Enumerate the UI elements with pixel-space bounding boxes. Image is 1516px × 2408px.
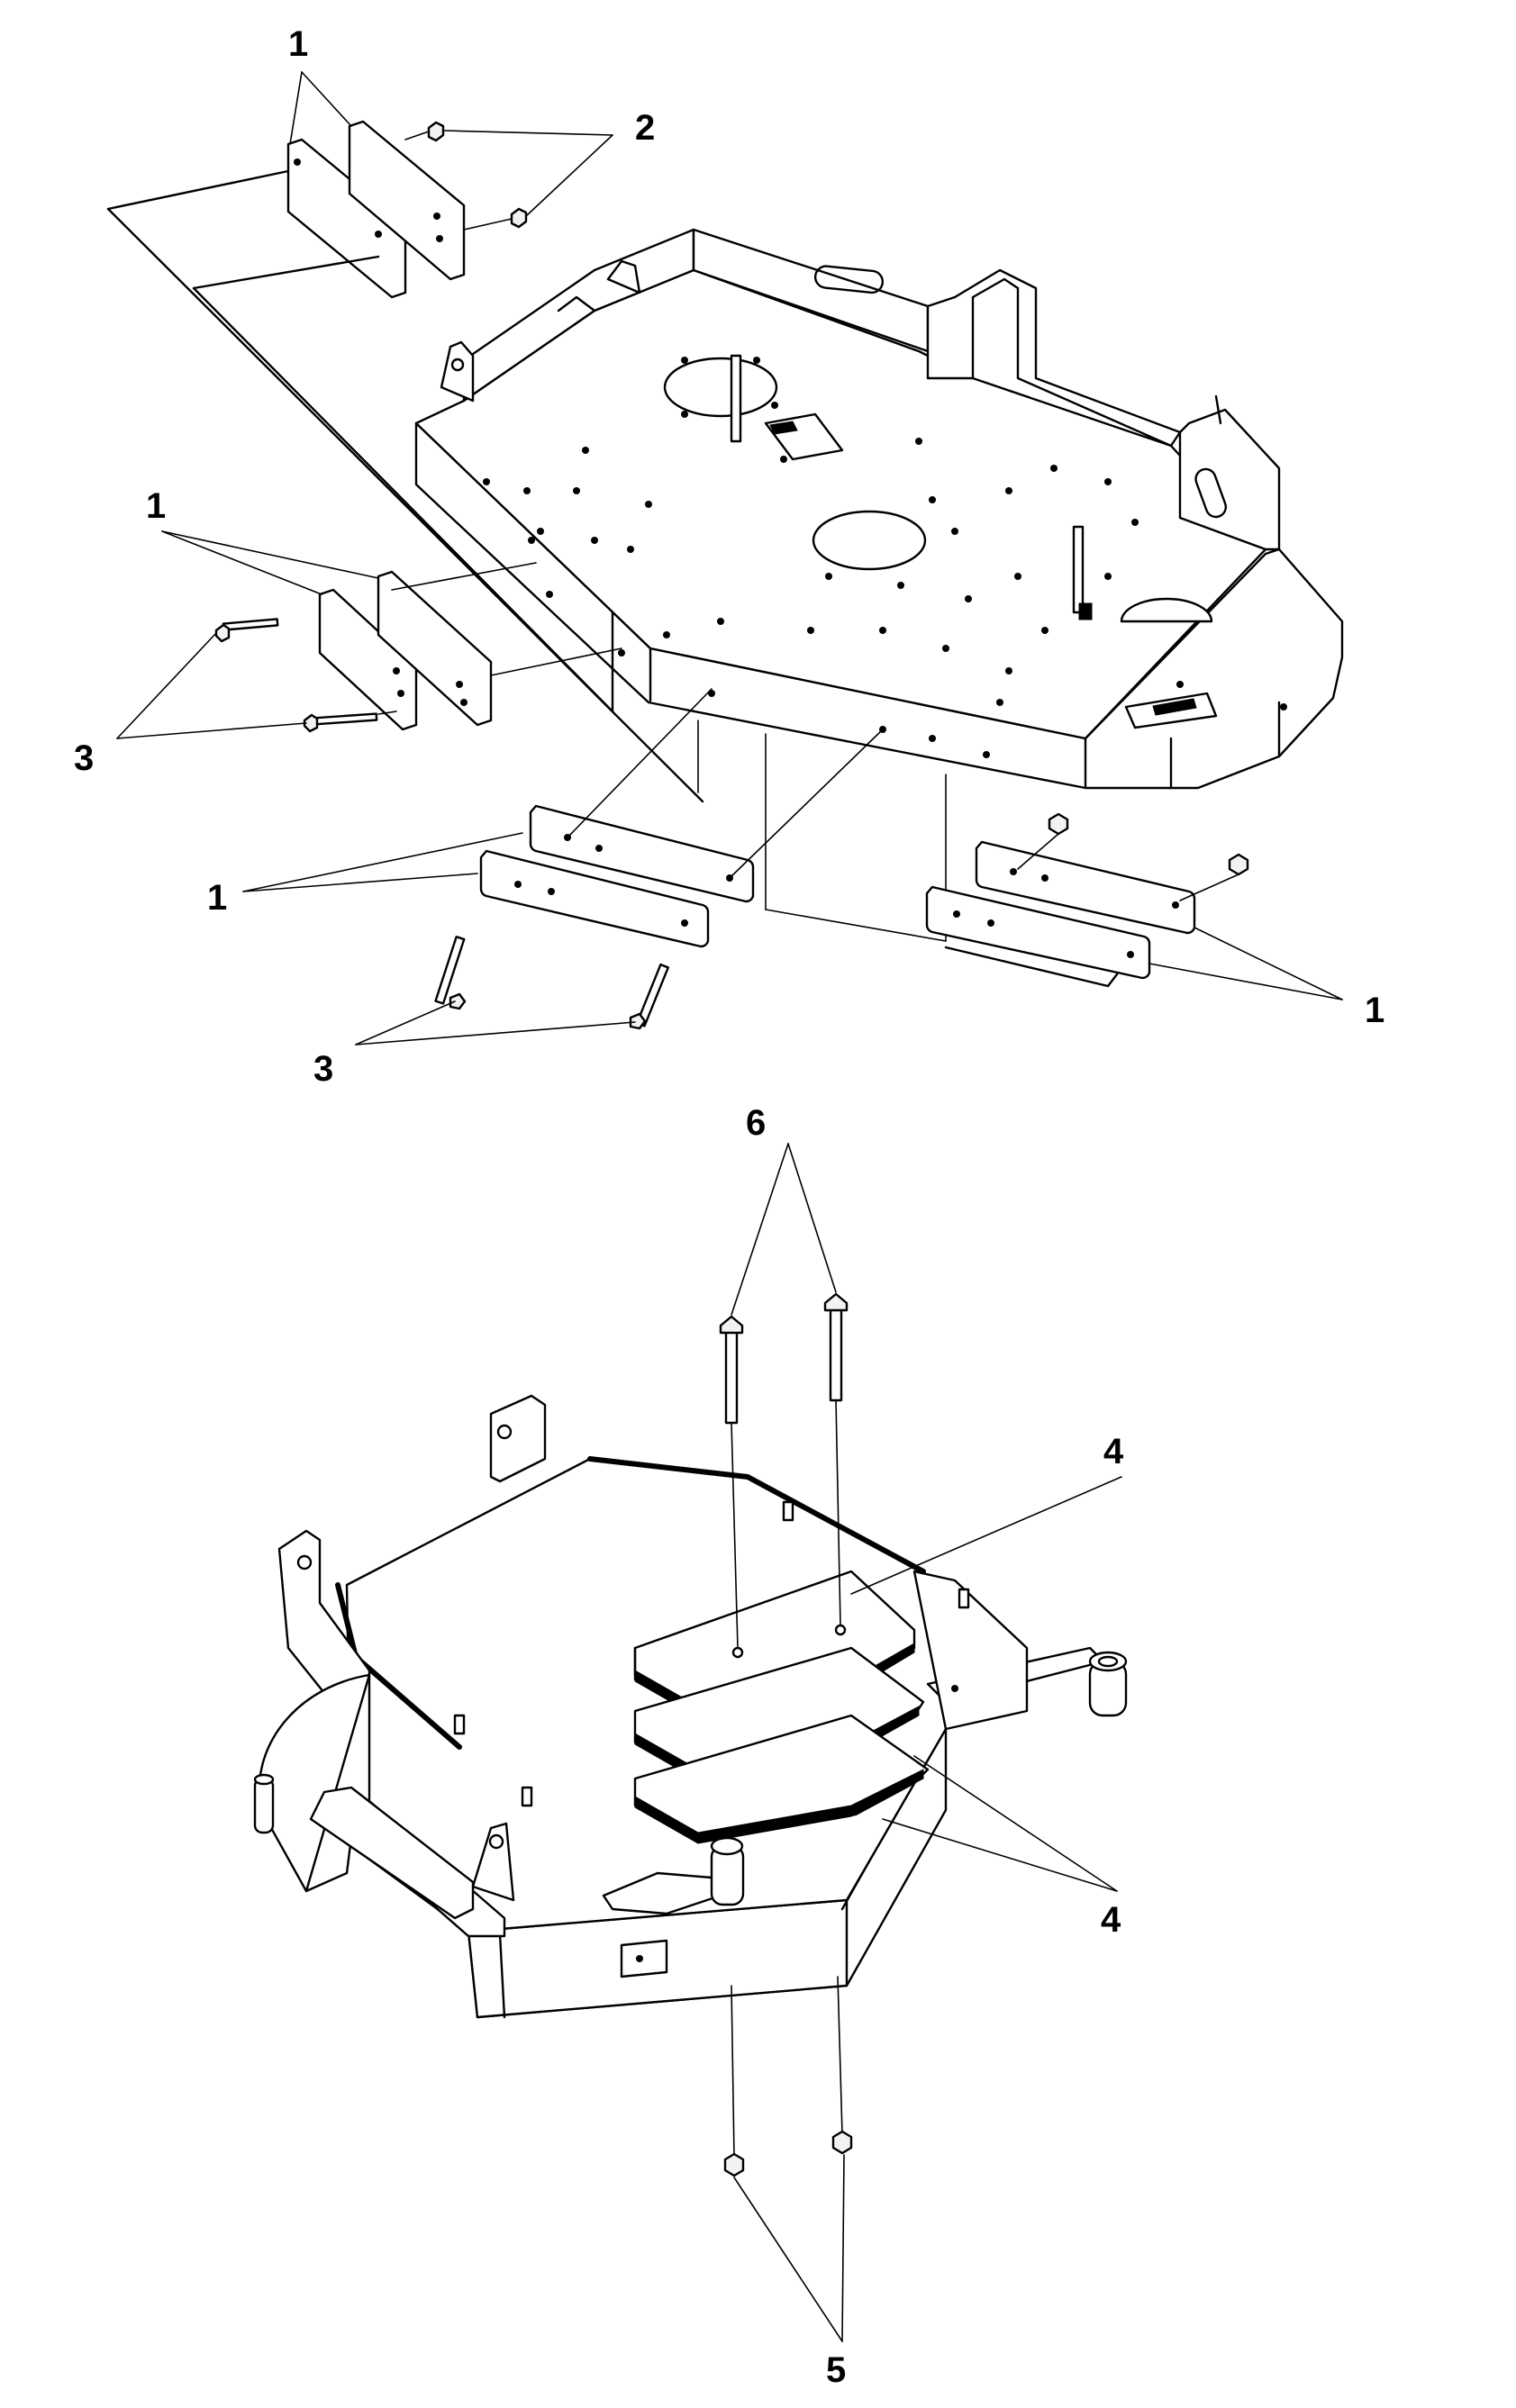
weight-plate [377, 570, 493, 727]
deck-stud [782, 1500, 794, 1522]
callout-1-low-right: 1 [1365, 991, 1384, 1030]
weight-plate [529, 804, 755, 903]
left-pivot-bracket-lower [309, 1786, 475, 1920]
callout-1-low-left: 1 [207, 878, 227, 918]
upper-leader-lines [116, 71, 1343, 1046]
deck-stud [958, 1588, 970, 1609]
weight-plate [975, 840, 1196, 935]
nut [723, 2152, 745, 2177]
spindle-opening-right [1120, 597, 1213, 623]
callout-4-side: 4 [1101, 1900, 1121, 1940]
left-pivot-bracket [440, 340, 475, 403]
lower-deck-assembly [253, 1394, 1128, 2019]
callout-6: 6 [746, 1103, 766, 1143]
rear-hitch-bracket [606, 259, 641, 294]
right-rear-mount [1178, 408, 1281, 551]
callout-4-top: 4 [1103, 1432, 1124, 1471]
weight-plate [318, 588, 418, 731]
stud-nut [1078, 602, 1093, 620]
deck-stud [453, 1714, 466, 1735]
nut [1048, 812, 1069, 836]
callout-3-mid: 3 [74, 738, 94, 778]
right-mount-slot [1194, 467, 1228, 519]
upper-deck-assembly [414, 228, 1344, 942]
bolt [724, 1322, 739, 1425]
bolt [222, 618, 279, 631]
rear-wall-slot [813, 265, 885, 294]
middle-weight-plates [214, 562, 622, 733]
top-weight-plates [106, 120, 704, 803]
right-side-bracket-lower [912, 1570, 1029, 1731]
callout-1-mid: 1 [146, 486, 166, 526]
bolt [829, 1299, 843, 1402]
callout-5: 5 [826, 2350, 846, 2390]
lower-leader-lines [731, 1143, 1122, 2342]
nut [1228, 853, 1249, 876]
spindle-opening-left [663, 357, 778, 418]
left-post [253, 1777, 275, 1834]
weight-plate [479, 849, 710, 948]
deck-stud [521, 1786, 533, 1807]
right-side-bracket [926, 268, 1182, 448]
stud-right [1072, 525, 1085, 614]
lower-left-weight-plates [434, 688, 884, 1030]
stud-left [730, 354, 742, 443]
bolt [312, 712, 378, 726]
weight-plate [348, 120, 466, 281]
callout-2: 2 [635, 108, 655, 148]
deck-holes [483, 357, 1184, 706]
lower-back-panel [489, 1394, 547, 1483]
lower-right-weight-plates [925, 812, 1249, 988]
weight-plate [925, 885, 1151, 980]
nut [831, 2130, 853, 2155]
bolt [434, 936, 466, 1005]
nuts-2 [404, 121, 613, 231]
callout-1-top: 1 [288, 24, 308, 64]
lower-fasteners [719, 1292, 853, 2177]
callout-3-low: 3 [313, 1049, 333, 1089]
spindle-opening-center [812, 510, 927, 571]
front-bracket-lower [620, 1939, 668, 1978]
nut [510, 207, 528, 229]
nut [427, 121, 445, 142]
callout-labels: 1 2 1 3 1 1 3 6 4 4 5 [74, 24, 1384, 2390]
